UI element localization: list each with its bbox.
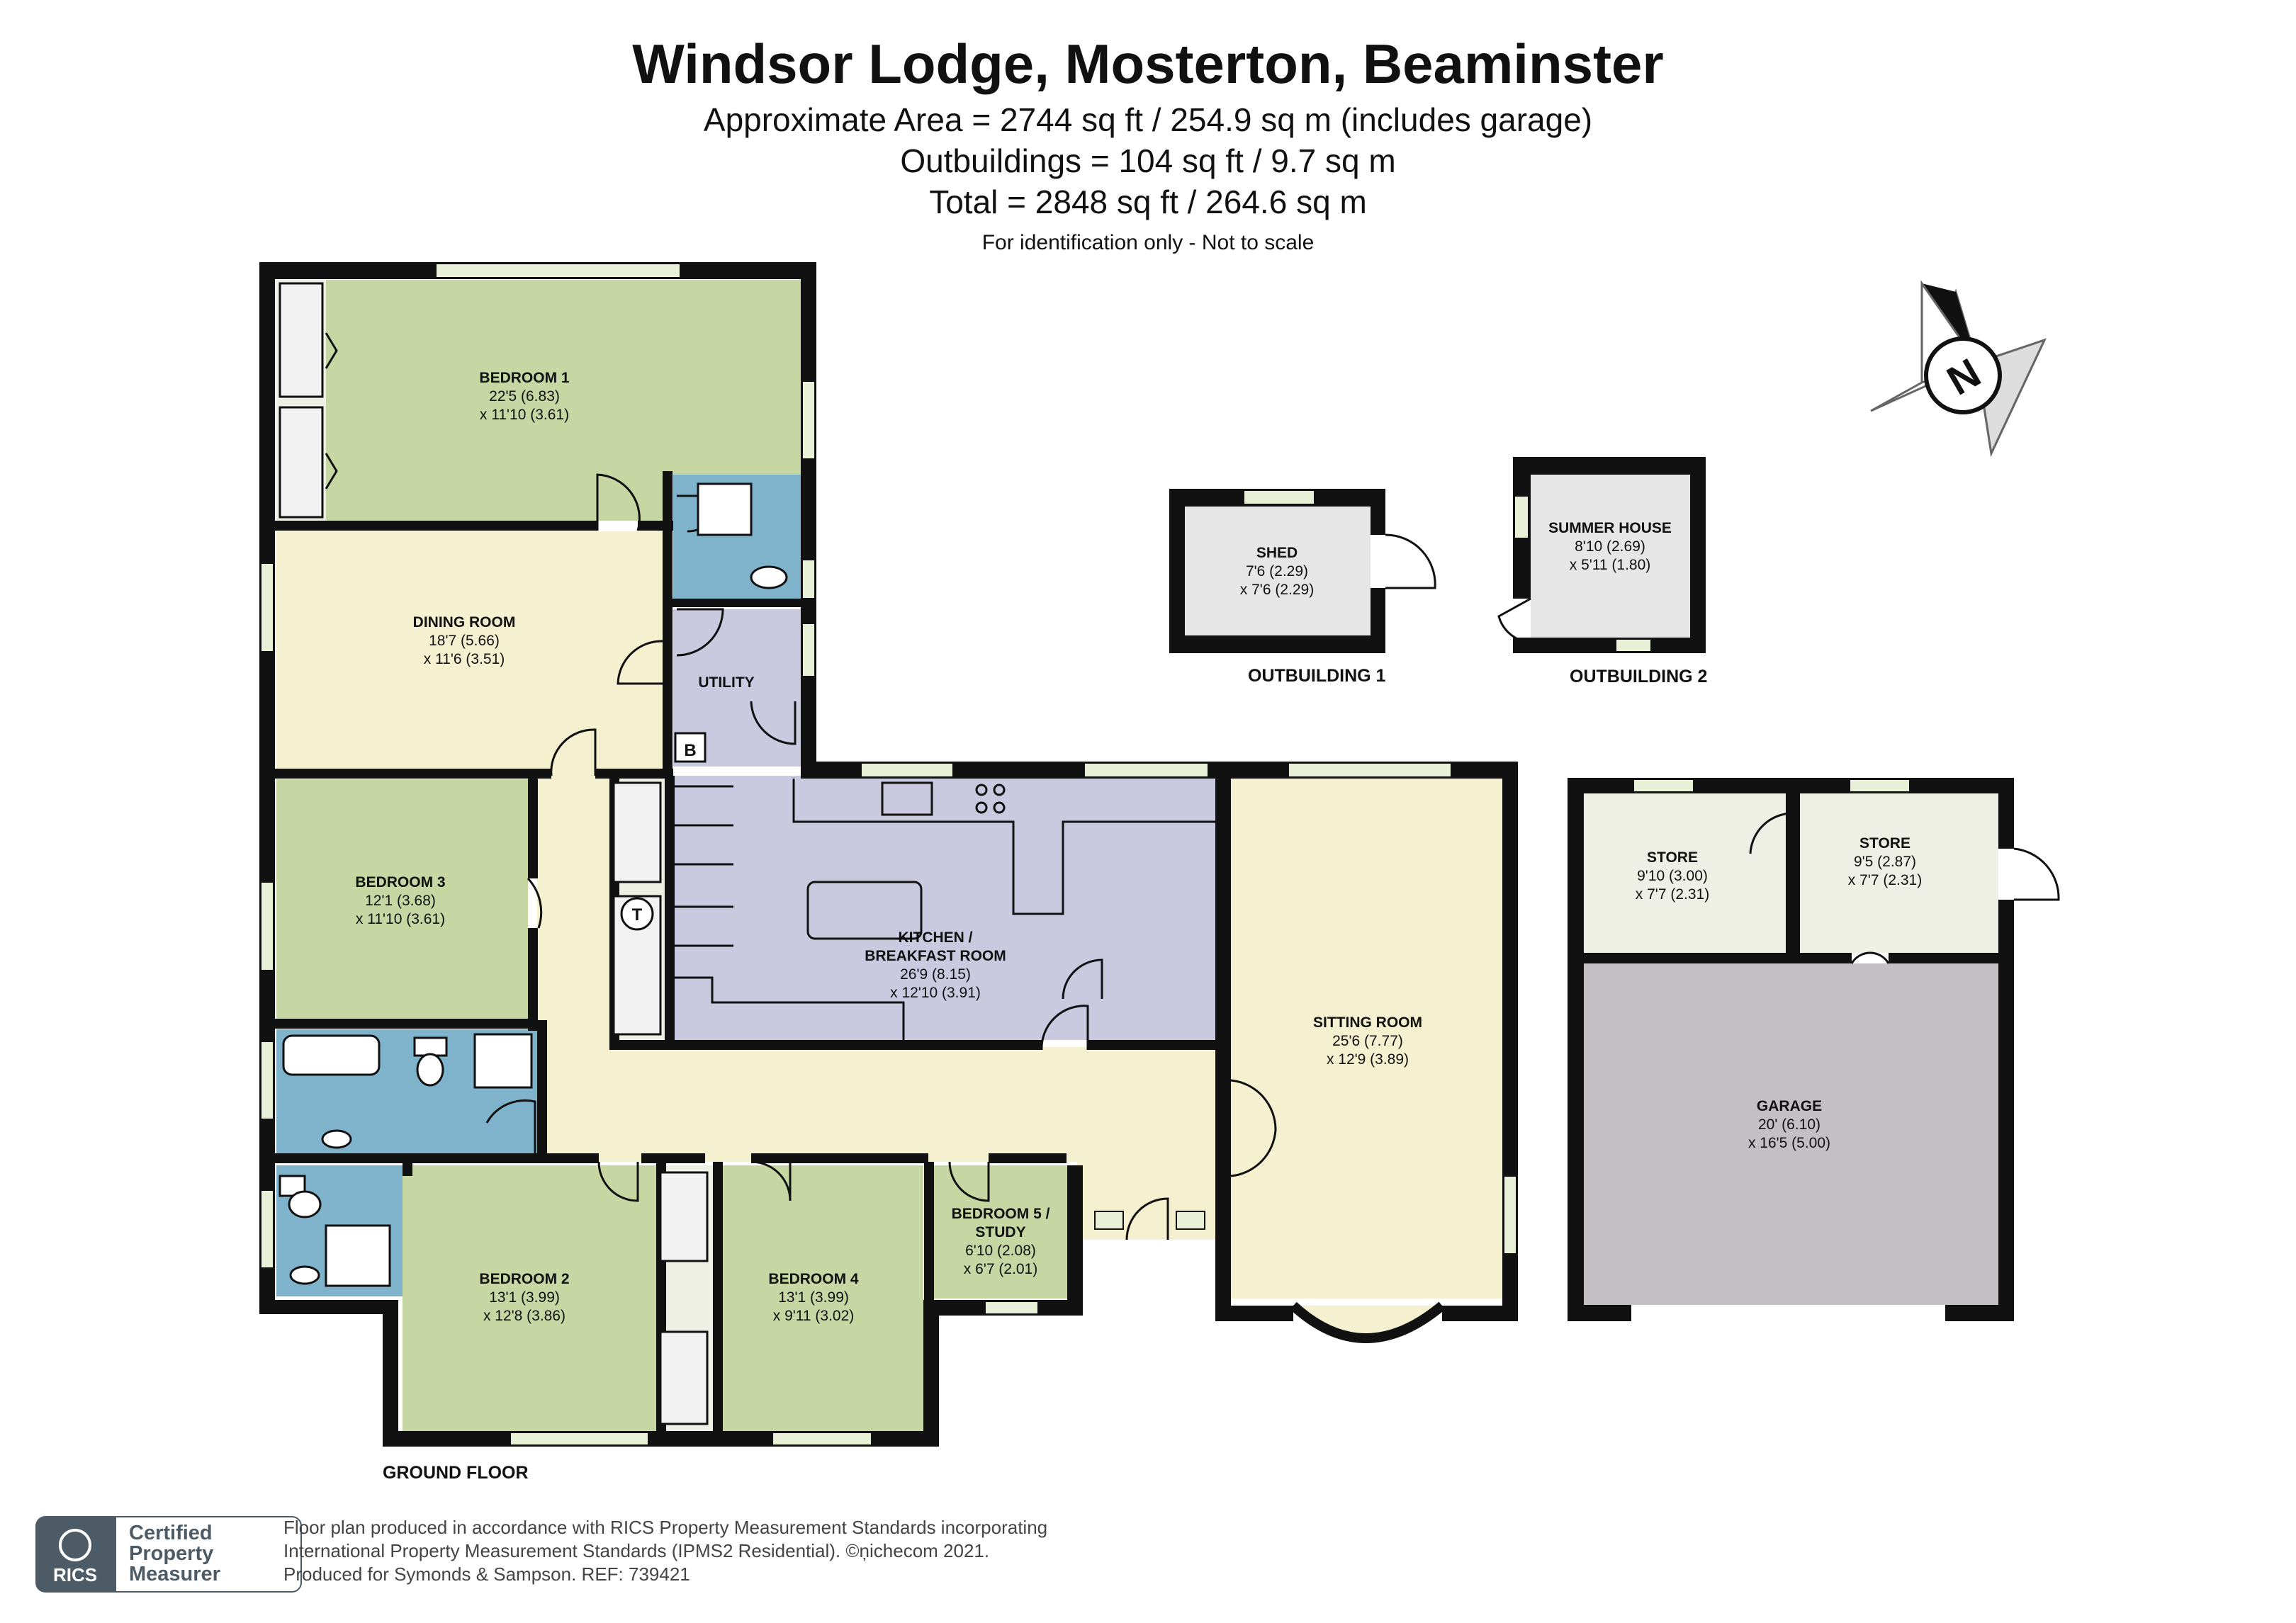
bedroom-1-dim2: x 11'10 (3.61) xyxy=(480,407,569,423)
store-2-fill xyxy=(1800,793,1998,953)
shower-icon xyxy=(473,1033,533,1089)
sitting-room-fill xyxy=(1231,767,1507,1299)
kitchen-fittings xyxy=(675,779,1217,1040)
kitchen-name-2: BREAKFAST ROOM xyxy=(865,948,1006,964)
hob-icon xyxy=(975,784,988,796)
bedroom-4-fill xyxy=(713,1165,923,1431)
bedroom-4-name: BEDROOM 4 xyxy=(768,1271,859,1287)
tank-circle xyxy=(620,897,654,931)
hallway-fill xyxy=(537,769,1229,1162)
scale-disclaimer: For identification only - Not to scale xyxy=(981,231,1315,254)
bedroom-5-dim2: x 6'7 (2.01) xyxy=(964,1261,1037,1277)
total-area: Total = 2848 sq ft / 264.6 sq m xyxy=(929,183,1367,220)
store-1-dim1: 9'10 (3.00) xyxy=(1637,868,1708,884)
bedroom-4-dim2: x 9'11 (3.02) xyxy=(773,1308,855,1324)
dining-room-dim2: x 11'6 (3.51) xyxy=(424,651,505,667)
outbuilding-2-label: OUTBUILDING 2 xyxy=(1570,667,1707,686)
bedroom-2-name: BEDROOM 2 xyxy=(479,1271,569,1287)
tank-label: T xyxy=(632,905,643,924)
approximate-area: Approximate Area = 2744 sq ft / 254.9 sq… xyxy=(703,101,1593,138)
badge-line-1: Certified xyxy=(129,1522,213,1544)
bedroom-4-dim1: 13'1 (3.99) xyxy=(778,1289,849,1306)
shed-dim2: x 7'6 (2.29) xyxy=(1240,582,1314,598)
garage-dim1: 20' (6.10) xyxy=(1758,1116,1821,1133)
kitchen-dim2: x 12'10 (3.91) xyxy=(890,985,981,1001)
dining-room-fill xyxy=(276,531,663,769)
garage-dim2: x 16'5 (5.00) xyxy=(1748,1135,1830,1151)
store-2-dim1: 9'5 (2.87) xyxy=(1854,854,1916,870)
store-2-name: STORE xyxy=(1859,835,1910,852)
sitting-room-dim2: x 12'9 (3.89) xyxy=(1327,1051,1409,1068)
footnote-line-2: International Property Measurement Stand… xyxy=(283,1540,990,1561)
rics-logo: RICS xyxy=(35,1516,115,1593)
certified-measurer-badge: Certified Property Measurer xyxy=(115,1516,302,1593)
bedroom-5-name-2: STUDY xyxy=(975,1224,1025,1240)
bay-window xyxy=(1290,1301,1446,1343)
bedroom-3-dim2: x 11'10 (3.61) xyxy=(356,911,445,927)
rics-logo-text: RICS xyxy=(52,1564,98,1585)
bath-icon xyxy=(282,1034,381,1076)
measurement-footnote: Floor plan produced in accordance with R… xyxy=(283,1516,1205,1586)
store-1-name: STORE xyxy=(1647,849,1698,866)
store-1-dim2: x 7'7 (2.31) xyxy=(1636,886,1709,903)
sitting-room-name: SITTING ROOM xyxy=(1313,1014,1422,1031)
bedroom-2-dim1: 13'1 (3.99) xyxy=(489,1289,560,1306)
summer-house-dim2: x 5'11 (1.80) xyxy=(1570,557,1651,573)
bedroom-5-dim1: 6'10 (2.08) xyxy=(965,1243,1036,1259)
summer-house-dim1: 8'10 (2.69) xyxy=(1575,538,1645,555)
outbuildings-area: Outbuildings = 104 sq ft / 9.7 sq m xyxy=(900,142,1396,179)
shed-name: SHED xyxy=(1256,545,1298,561)
toilet-icon xyxy=(413,1036,448,1057)
boiler-box xyxy=(674,732,707,763)
bedroom-1-name: BEDROOM 1 xyxy=(479,370,570,386)
summer-house-name: SUMMER HOUSE xyxy=(1548,520,1672,536)
bedroom-2-dim2: x 12'8 (3.86) xyxy=(483,1308,565,1324)
bedroom-2-fill xyxy=(403,1165,656,1431)
room-fills xyxy=(276,280,1998,1431)
store-1-fill xyxy=(1584,793,1789,953)
garage-name: GARAGE xyxy=(1757,1098,1822,1114)
bedroom-3-dim1: 12'1 (3.68) xyxy=(365,893,436,909)
footnote-line-3: Produced for Symonds & Sampson. REF: 739… xyxy=(283,1563,690,1585)
compass-icon: N xyxy=(1870,280,2047,458)
bedroom-3-fill xyxy=(276,779,528,1019)
sitting-room-dim1: 25'6 (7.77) xyxy=(1332,1033,1403,1049)
windows xyxy=(260,263,1910,1446)
kitchen-island xyxy=(806,881,923,940)
shed-dim1: 7'6 (2.29) xyxy=(1246,563,1308,579)
property-title: Windsor Lodge, Mosterton, Beaminster xyxy=(632,33,1664,95)
bedroom-3-name: BEDROOM 3 xyxy=(355,874,445,890)
boiler-label: B xyxy=(684,741,696,760)
garage-fill xyxy=(1584,963,1998,1305)
summer-house-fill xyxy=(1531,475,1690,638)
bedroom-5-fill xyxy=(934,1165,1067,1299)
dining-room-dim1: 18'7 (5.66) xyxy=(429,633,500,649)
bedroom-5-name-1: BEDROOM 5 / xyxy=(952,1206,1050,1222)
dining-room-name: DINING ROOM xyxy=(413,614,516,630)
badge-line-2: Property xyxy=(129,1542,214,1565)
footnote-line-1: Floor plan produced in accordance with R… xyxy=(283,1517,1048,1538)
bathroom-fittings xyxy=(278,482,788,1287)
sink-icon xyxy=(881,781,933,816)
kitchen-dim1: 26'9 (8.15) xyxy=(900,966,971,983)
shed-fill xyxy=(1185,507,1371,635)
kitchen-fill xyxy=(673,776,1219,1040)
walls xyxy=(259,262,2014,1447)
ground-floor-label: GROUND FLOOR xyxy=(383,1463,529,1483)
kitchen-name-1: KITCHEN / xyxy=(899,929,973,946)
room-labels: BEDROOM 1 22'5 (6.83) x 11'10 (3.61) DIN… xyxy=(355,370,1922,1324)
utility-name: UTILITY xyxy=(698,674,754,691)
rics-lion-icon xyxy=(59,1529,91,1561)
store-2-dim2: x 7'7 (2.31) xyxy=(1848,872,1922,888)
plan-header: Windsor Lodge, Mosterton, Beaminster App… xyxy=(0,28,2296,261)
outbuilding-1-label: OUTBUILDING 1 xyxy=(1248,666,1386,686)
bedroom-1-dim1: 22'5 (6.83) xyxy=(489,388,560,405)
badge-line-3: Measurer xyxy=(129,1563,220,1585)
